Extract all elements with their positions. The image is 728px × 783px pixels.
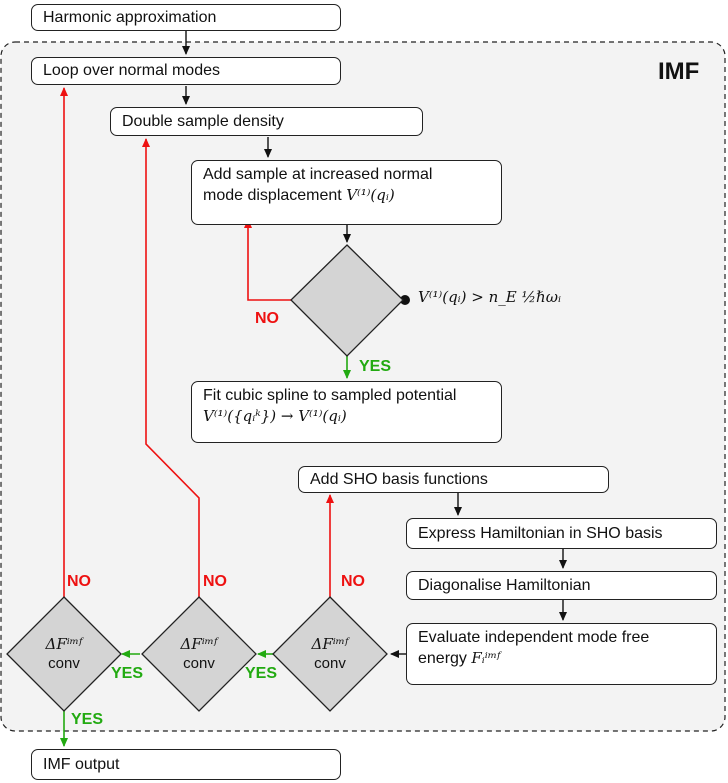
conv-diamond-1-word: conv [48,655,80,672]
condition-dot [400,295,410,305]
sample-condition: V⁽¹⁾(qᵢ) > n_E ½ℏωᵢ [418,288,561,306]
evaluate-free-energy-line2-row: energy Fᵢⁱᵐᶠ [418,648,705,669]
no-label-sample: NO [255,310,279,327]
double-sample-density-box: Double sample density [110,107,423,136]
evaluate-free-energy-math: Fᵢⁱᵐᶠ [471,649,501,667]
sample-check-diamond [290,244,404,357]
yes-arrows [60,356,351,747]
add-sample-box: Add sample at increased normal mode disp… [191,160,502,225]
add-sho-basis-text: Add SHO basis functions [310,470,488,488]
harmonic-approximation-box: Harmonic approximation [31,4,341,31]
express-hamiltonian-box: Express Hamiltonian in SHO basis [406,518,717,549]
evaluate-free-energy-line2: energy [418,650,467,667]
conv-diamond-3 [272,596,388,712]
express-hamiltonian-text: Express Hamiltonian in SHO basis [418,524,663,542]
imf-output-text: IMF output [43,755,120,773]
harmonic-approximation-text: Harmonic approximation [43,8,217,26]
fit-cubic-spline-math: V⁽¹⁾({qᵢᵏ}) → V⁽¹⁾(qᵢ) [203,407,347,425]
add-sample-line1: Add sample at increased normal [203,166,433,183]
conv-diamond-2-text: ΔFⁱᵐᶠ conv [159,635,239,673]
yes-label-conv-3: YES [245,665,278,682]
add-sample-line2-row: mode displacement V⁽¹⁾(qᵢ) [203,185,490,206]
no-label-conv-3: NO [341,573,365,590]
fit-cubic-spline-line1: Fit cubic spline to sampled potential [203,387,457,404]
yes-label-sample: YES [359,358,392,375]
evaluate-free-energy-box: Evaluate independent mode free energy Fᵢ… [406,623,717,685]
conv-diamond-2-math: ΔFⁱᵐᶠ [180,635,218,653]
loop-normal-modes-box: Loop over normal modes [31,57,341,85]
conv-diamond-1 [6,596,122,712]
conv-diamond-1-math: ΔFⁱᵐᶠ [45,635,83,653]
conv-diamond-2-word: conv [183,655,215,672]
diagonalise-hamiltonian-box: Diagonalise Hamiltonian [406,571,717,600]
no-arrows [60,87,334,597]
double-sample-density-text: Double sample density [122,112,284,130]
diagonalise-hamiltonian-text: Diagonalise Hamiltonian [418,576,591,594]
main-flow-arrows [182,31,567,658]
imf-output-box: IMF output [31,749,341,780]
add-sample-line2: mode displacement [203,187,342,204]
no-label-conv-1: NO [67,573,91,590]
conv-diamond-3-word: conv [314,655,346,672]
conv-diamond-2 [141,596,257,712]
conv-diamond-3-math: ΔFⁱᵐᶠ [311,635,349,653]
imf-region-label: IMF [658,58,700,85]
evaluate-free-energy-line1: Evaluate independent mode free [418,629,650,646]
no-label-conv-2: NO [203,573,227,590]
add-sho-basis-box: Add SHO basis functions [298,466,609,493]
yes-label-conv-1: YES [71,711,104,728]
conv-diamond-3-text: ΔFⁱᵐᶠ conv [290,635,370,673]
conv-diamond-1-text: ΔFⁱᵐᶠ conv [24,635,104,673]
loop-normal-modes-text: Loop over normal modes [43,62,220,79]
yes-label-conv-2: YES [111,665,144,682]
fit-cubic-spline-box: Fit cubic spline to sampled potential V⁽… [191,381,502,443]
add-sample-math: V⁽¹⁾(qᵢ) [346,186,395,204]
